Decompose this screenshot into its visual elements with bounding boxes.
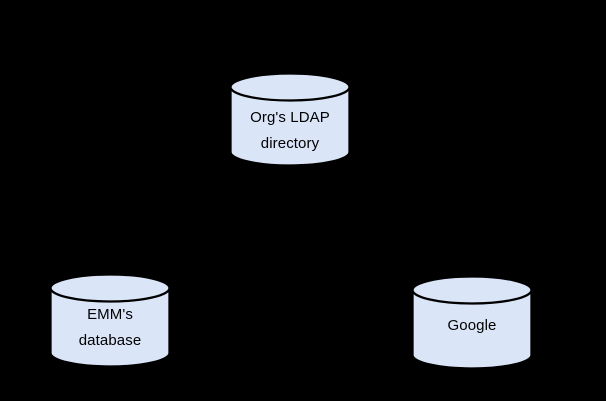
db-cylinder-orgs-ldap-directory: Org's LDAP directory	[228, 71, 352, 168]
cylinder-top-ellipse	[411, 275, 533, 305]
cylinder-body	[229, 87, 351, 167]
node-label: Org's LDAP directory	[228, 105, 352, 157]
cylinder-top-ellipse	[49, 273, 171, 303]
database-cylinder-shape	[411, 275, 533, 370]
cylinder-body	[49, 288, 171, 368]
database-cylinder-shape	[229, 72, 351, 167]
db-cylinder-google: Google	[410, 274, 534, 371]
db-cylinder-emms-database: EMM's database	[48, 272, 172, 369]
database-cylinder-shape	[49, 273, 171, 368]
node-label-line: Org's LDAP	[250, 109, 330, 126]
cylinder-body	[411, 290, 533, 370]
cylinder-top-ellipse	[229, 72, 351, 102]
node-label: Google	[410, 313, 534, 339]
node-label-line: database	[78, 332, 142, 349]
node-label-line: EMM's	[87, 306, 133, 323]
node-label: EMM's database	[48, 302, 172, 354]
node-label-line: Google	[447, 317, 497, 334]
node-label-line: directory	[260, 135, 320, 152]
